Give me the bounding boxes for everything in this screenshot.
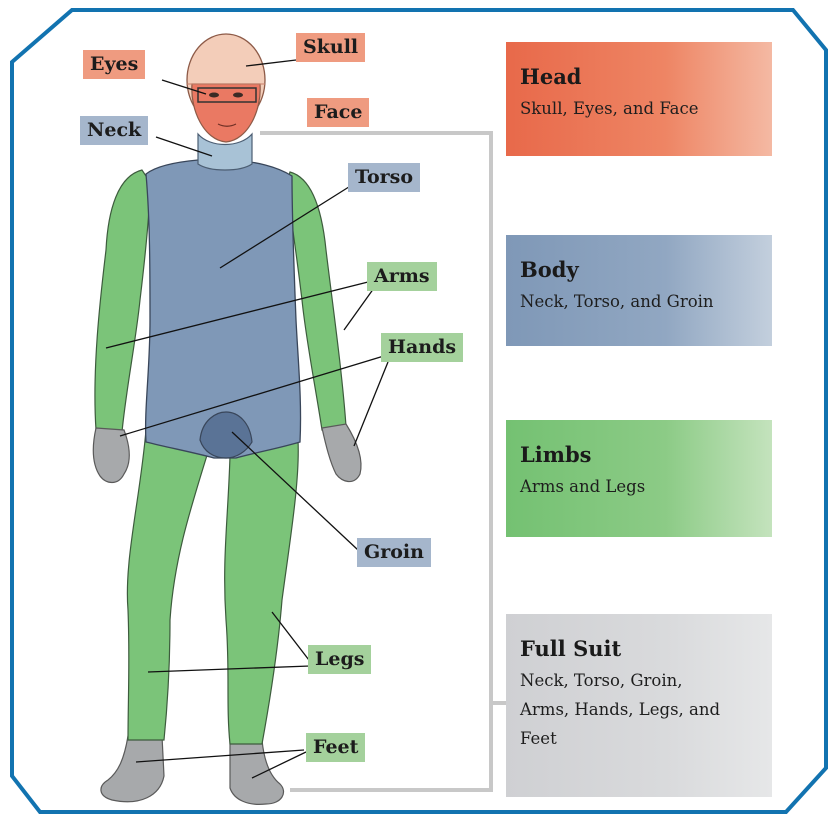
label-legs: Legs [308,645,371,674]
left-arm [95,170,150,432]
card-head-title: Head [520,64,760,90]
card-full-suit-desc: Neck, Torso, Groin, Arms, Hands, Legs, a… [520,666,735,753]
card-body: Body Neck, Torso, and Groin [506,235,772,346]
label-neck: Neck [80,116,148,145]
label-torso: Torso [348,163,420,192]
card-head-desc: Skull, Eyes, and Face [520,94,760,123]
card-full-suit-title: Full Suit [520,636,760,662]
right-hand [322,424,361,482]
card-body-title: Body [520,257,760,283]
label-hands: Hands [381,333,463,362]
card-limbs-desc: Arms and Legs [520,472,760,501]
right-foot [230,740,284,804]
card-full-suit: Full Suit Neck, Torso, Groin, Arms, Hand… [506,614,772,797]
left-hand [93,428,129,483]
card-limbs-title: Limbs [520,442,760,468]
right-eye [233,93,243,98]
card-limbs: Limbs Arms and Legs [506,420,772,537]
label-arms: Arms [367,262,437,291]
label-feet: Feet [306,733,365,762]
left-eye [209,93,219,98]
label-eyes: Eyes [83,50,145,79]
right-leg [225,440,299,744]
card-body-desc: Neck, Torso, and Groin [520,287,760,316]
label-groin: Groin [357,538,431,567]
left-leg [127,430,208,740]
label-skull: Skull [296,33,365,62]
left-foot [101,736,164,802]
label-face: Face [307,98,369,127]
card-head: Head Skull, Eyes, and Face [506,42,772,156]
